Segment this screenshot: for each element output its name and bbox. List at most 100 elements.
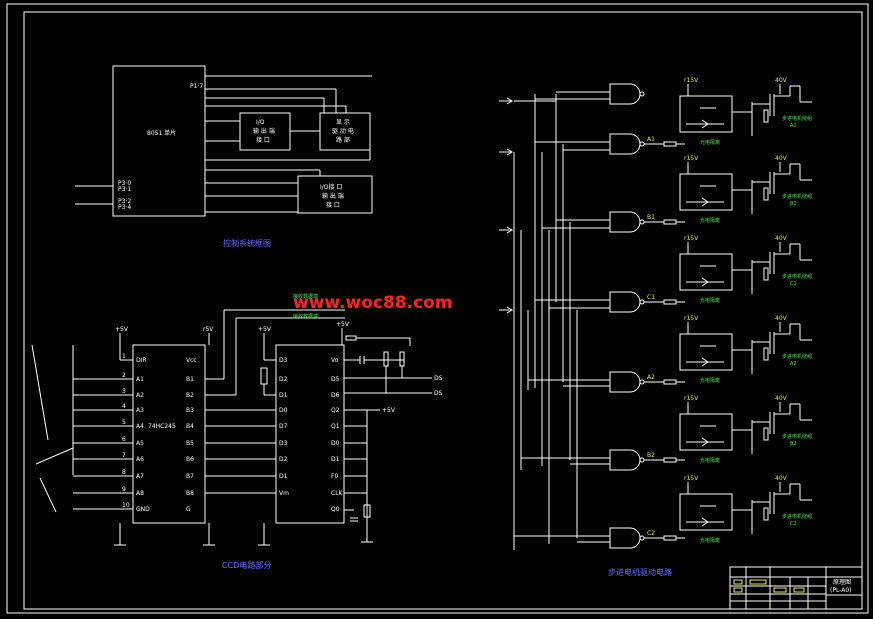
gate-label: B1 (647, 214, 655, 221)
pin-name: B4 (186, 423, 194, 430)
ccd-circuit: 74HC245 1DIR2A13A24A35A46A57A68A79A810GN… (31, 293, 443, 570)
pin-number: 7 (122, 452, 126, 459)
svg-text:r15V: r15V (684, 77, 699, 84)
watermark: www.woc88.com (293, 293, 453, 313)
pin-name: B1 (186, 376, 194, 383)
phase-label: B2 (790, 441, 797, 447)
ccd-note-2: 接收数据端 (293, 313, 318, 320)
nand-gate (609, 83, 645, 105)
title-name: 原理图 (833, 579, 851, 586)
pin-number: 9 (122, 486, 126, 493)
nand-gate (609, 211, 645, 233)
pin-name: CLK (331, 490, 344, 497)
pin-name: A2 (136, 392, 144, 399)
svg-text:光电隔离: 光电隔离 (700, 139, 720, 146)
pin-p32: P3·2 (118, 198, 131, 205)
svg-text:40V: 40V (775, 77, 788, 84)
svg-text:显 示: 显 示 (336, 119, 350, 126)
outer-frame (6, 3, 869, 614)
pin-number: 6 (122, 436, 126, 443)
pin-name: D6 (331, 392, 340, 399)
svg-text:输 出 端: 输 出 端 (253, 127, 275, 135)
pin-p30: P3·0 (118, 180, 131, 187)
pin-name: A8 (136, 490, 144, 497)
pin-number: 3 (122, 388, 126, 395)
svg-text:I/O接 口: I/O接 口 (320, 183, 342, 191)
svg-text:r15V: r15V (684, 315, 699, 322)
pin-name: B2 (186, 392, 194, 399)
pin-name: F0 (331, 473, 338, 480)
svg-text:40V: 40V (775, 235, 788, 242)
gate-label: C1 (647, 294, 655, 301)
svg-text:+5V: +5V (258, 326, 272, 333)
pin-p34: P3·4 (118, 204, 131, 211)
svg-text:输 出 端: 输 出 端 (322, 192, 344, 200)
pin-number: 8 (122, 469, 126, 476)
svg-text:步进电机绕组: 步进电机绕组 (782, 513, 812, 520)
pin-name: D2 (279, 376, 288, 383)
pin-name: Vcc (186, 357, 197, 364)
pin-name: A6 (136, 456, 144, 463)
ccd-out-2: DS (434, 390, 443, 397)
svg-text:步进电机绕组: 步进电机绕组 (782, 115, 812, 122)
nand-gate (609, 449, 645, 471)
pin-name: D7 (279, 423, 288, 430)
svg-text:+5V: +5V (382, 407, 396, 414)
pin-p17: P1·7 (190, 83, 203, 90)
svg-text:r15V: r15V (684, 395, 699, 402)
pin-name: D3 (279, 357, 288, 364)
ccd-chip (275, 344, 345, 524)
svg-text:光电隔离: 光电隔离 (700, 457, 720, 464)
svg-text:r15V: r15V (684, 235, 699, 242)
ccd-out-1: DS (434, 375, 443, 382)
pin-name: Vo (331, 357, 339, 364)
svg-text:驱 动 电: 驱 动 电 (332, 127, 354, 135)
svg-text:+5V: +5V (115, 326, 129, 333)
pin-name: A5 (136, 440, 144, 447)
block-diagram: 8051 单片 P1·7 P3·0 P3·1 P3·2 P3·4 I/O 输 出… (75, 65, 373, 248)
nand-gate (609, 291, 645, 313)
svg-text:接 口: 接 口 (256, 136, 270, 144)
title-block: 原理图 (PL-A0) (729, 566, 863, 610)
svg-text:光电隔离: 光电隔离 (700, 377, 720, 384)
nand-gate (609, 527, 645, 549)
phase-label: A1 (790, 123, 797, 129)
ccd-note-1: 接收数据端 (293, 293, 318, 300)
pin-name: D0 (279, 407, 288, 414)
svg-text:40V: 40V (775, 395, 788, 402)
svg-text:步进电机绕组: 步进电机绕组 (782, 353, 812, 360)
pin-name: B7 (186, 473, 194, 480)
driver-caption: 步进电机驱动电路 (608, 567, 672, 577)
pin-name: D1 (279, 392, 288, 399)
svg-text:光电隔离: 光电隔离 (700, 537, 720, 544)
pin-name: D1 (331, 456, 340, 463)
phase-label: B1 (790, 201, 797, 207)
gate-label: A1 (647, 136, 655, 143)
svg-text:40V: 40V (775, 475, 788, 482)
pin-name: B3 (186, 407, 194, 414)
gate-label: C2 (647, 530, 655, 537)
pin-number: 10 (122, 502, 130, 509)
svg-text:r15V: r15V (684, 475, 699, 482)
block-caption: 控制系统框图 (223, 238, 271, 248)
pin-name: B5 (186, 440, 194, 447)
pin-name: D5 (331, 376, 340, 383)
pin-name: Q2 (331, 407, 340, 414)
svg-text:步进电机绕组: 步进电机绕组 (782, 433, 812, 440)
svg-text:步进电机绕组: 步进电机绕组 (782, 273, 812, 280)
buffer-chip (132, 344, 206, 524)
pin-name: D1 (279, 473, 288, 480)
gate-label: A2 (647, 374, 655, 381)
pin-name: GND (136, 506, 150, 513)
nand-gate (609, 371, 645, 393)
pin-name: A7 (136, 473, 144, 480)
svg-text:r5V: r5V (203, 326, 214, 333)
svg-text:光电隔离: 光电隔离 (700, 217, 720, 224)
pin-name: B8 (186, 490, 194, 497)
